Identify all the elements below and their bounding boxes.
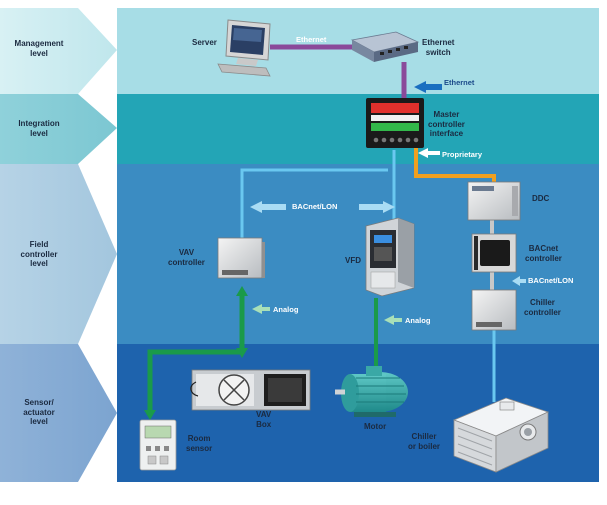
analog-arrow-vav — [252, 304, 270, 314]
bacnet-arrow-right — [359, 201, 395, 213]
vav-box-icon — [190, 369, 311, 411]
vav-controller-icon — [217, 237, 265, 279]
label-ethernet-top: Ethernet — [296, 35, 327, 44]
label-vfd: VFD — [345, 256, 361, 265]
label-ethernet-side: Ethernet — [444, 78, 475, 87]
level-label-field: Field controller level — [20, 240, 58, 268]
proprietary-line — [414, 148, 496, 184]
level-label-integration: Integration level — [18, 119, 60, 138]
label-chiller-controller: Chiller controller — [524, 298, 561, 317]
room-sensor-icon — [139, 419, 177, 471]
chiller-controller-icon — [471, 289, 517, 331]
chevron-field — [0, 164, 117, 344]
band-integration — [117, 94, 599, 164]
chevron-management — [0, 8, 117, 94]
level-label-management: Management level — [14, 39, 64, 58]
bacnet-line-left — [240, 168, 388, 240]
label-bacnet-lon-right: BACnet/LON — [528, 276, 574, 285]
chiller-boiler-icon — [452, 397, 550, 473]
label-ddc: DDC — [532, 194, 550, 203]
bacnet-arrow-small — [512, 276, 526, 286]
bacnet-arrow-left — [250, 201, 286, 213]
ddc-icon — [467, 181, 521, 221]
level-label-sensor: Sensor/ actuator level — [23, 398, 55, 426]
label-ethernet-switch: Ethernet switch — [422, 38, 455, 57]
label-bacnet-lon-main: BACnet/LON — [292, 202, 338, 211]
label-proprietary: Proprietary — [442, 150, 483, 159]
label-room-sensor: Room sensor — [186, 434, 213, 453]
label-vav-controller: VAV controller — [168, 248, 205, 267]
motor-icon — [335, 366, 408, 417]
chevron-integration — [0, 94, 117, 164]
master-controller-icon — [366, 98, 424, 148]
analog-line-room — [147, 349, 242, 412]
label-vav-box: VAV Box — [256, 410, 272, 429]
vfd-icon — [365, 217, 415, 297]
label-motor: Motor — [364, 422, 387, 431]
label-server: Server — [192, 38, 217, 47]
label-analog-vfd: Analog — [405, 316, 431, 325]
label-master-controller: Master controller interface — [428, 110, 465, 138]
analog-arrow-vfd — [384, 315, 402, 325]
bacnet-controller-icon — [471, 233, 517, 273]
proprietary-arrow — [418, 148, 440, 158]
server-icon — [217, 19, 271, 77]
ethernet-switch-icon — [350, 31, 420, 62]
label-bacnet-controller: BACnet controller — [525, 244, 562, 263]
chevron-sensor — [0, 344, 117, 482]
ethernet-arrow — [414, 81, 442, 93]
label-chiller-or-boiler: Chiller or boiler — [408, 432, 441, 451]
label-analog-vav: Analog — [273, 305, 299, 314]
